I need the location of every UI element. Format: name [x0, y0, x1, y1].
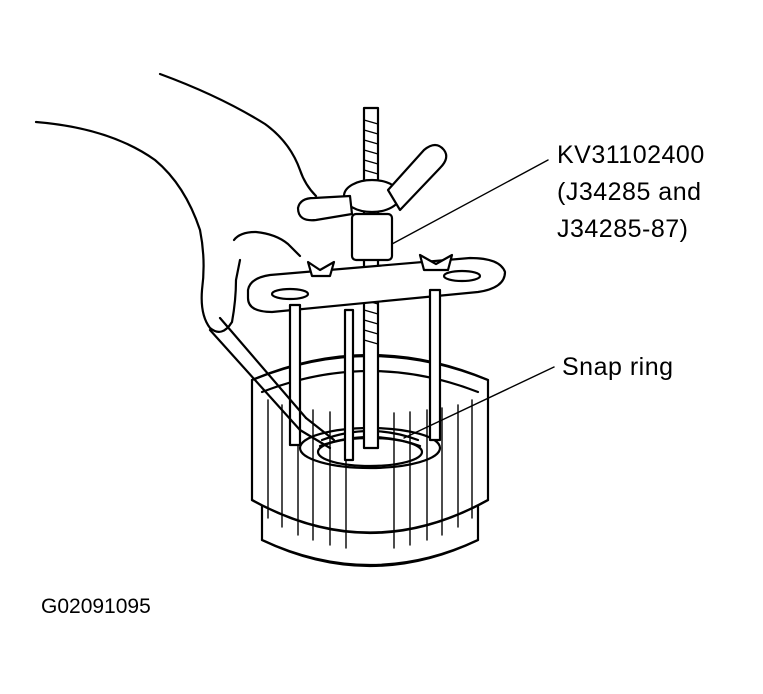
tool-alt-number-line-2: J34285-87)	[557, 215, 689, 243]
tool-alt-number-line-1: (J34285 and	[557, 178, 702, 206]
snap-ring-label: Snap ring	[562, 353, 674, 381]
compressor-legs	[288, 288, 442, 462]
figure-id: G02091095	[41, 595, 151, 618]
t-handle-nut	[296, 143, 448, 262]
tool-number-label: KV31102400 (J34285 and J34285-87)	[557, 140, 705, 251]
snap-ring-leader-line	[403, 366, 555, 439]
hand-with-pliers	[34, 72, 336, 450]
tool-leader-line	[391, 159, 549, 245]
drum-splines	[267, 399, 473, 549]
compressor-bar	[246, 253, 507, 314]
tool-number: KV31102400	[557, 141, 705, 169]
